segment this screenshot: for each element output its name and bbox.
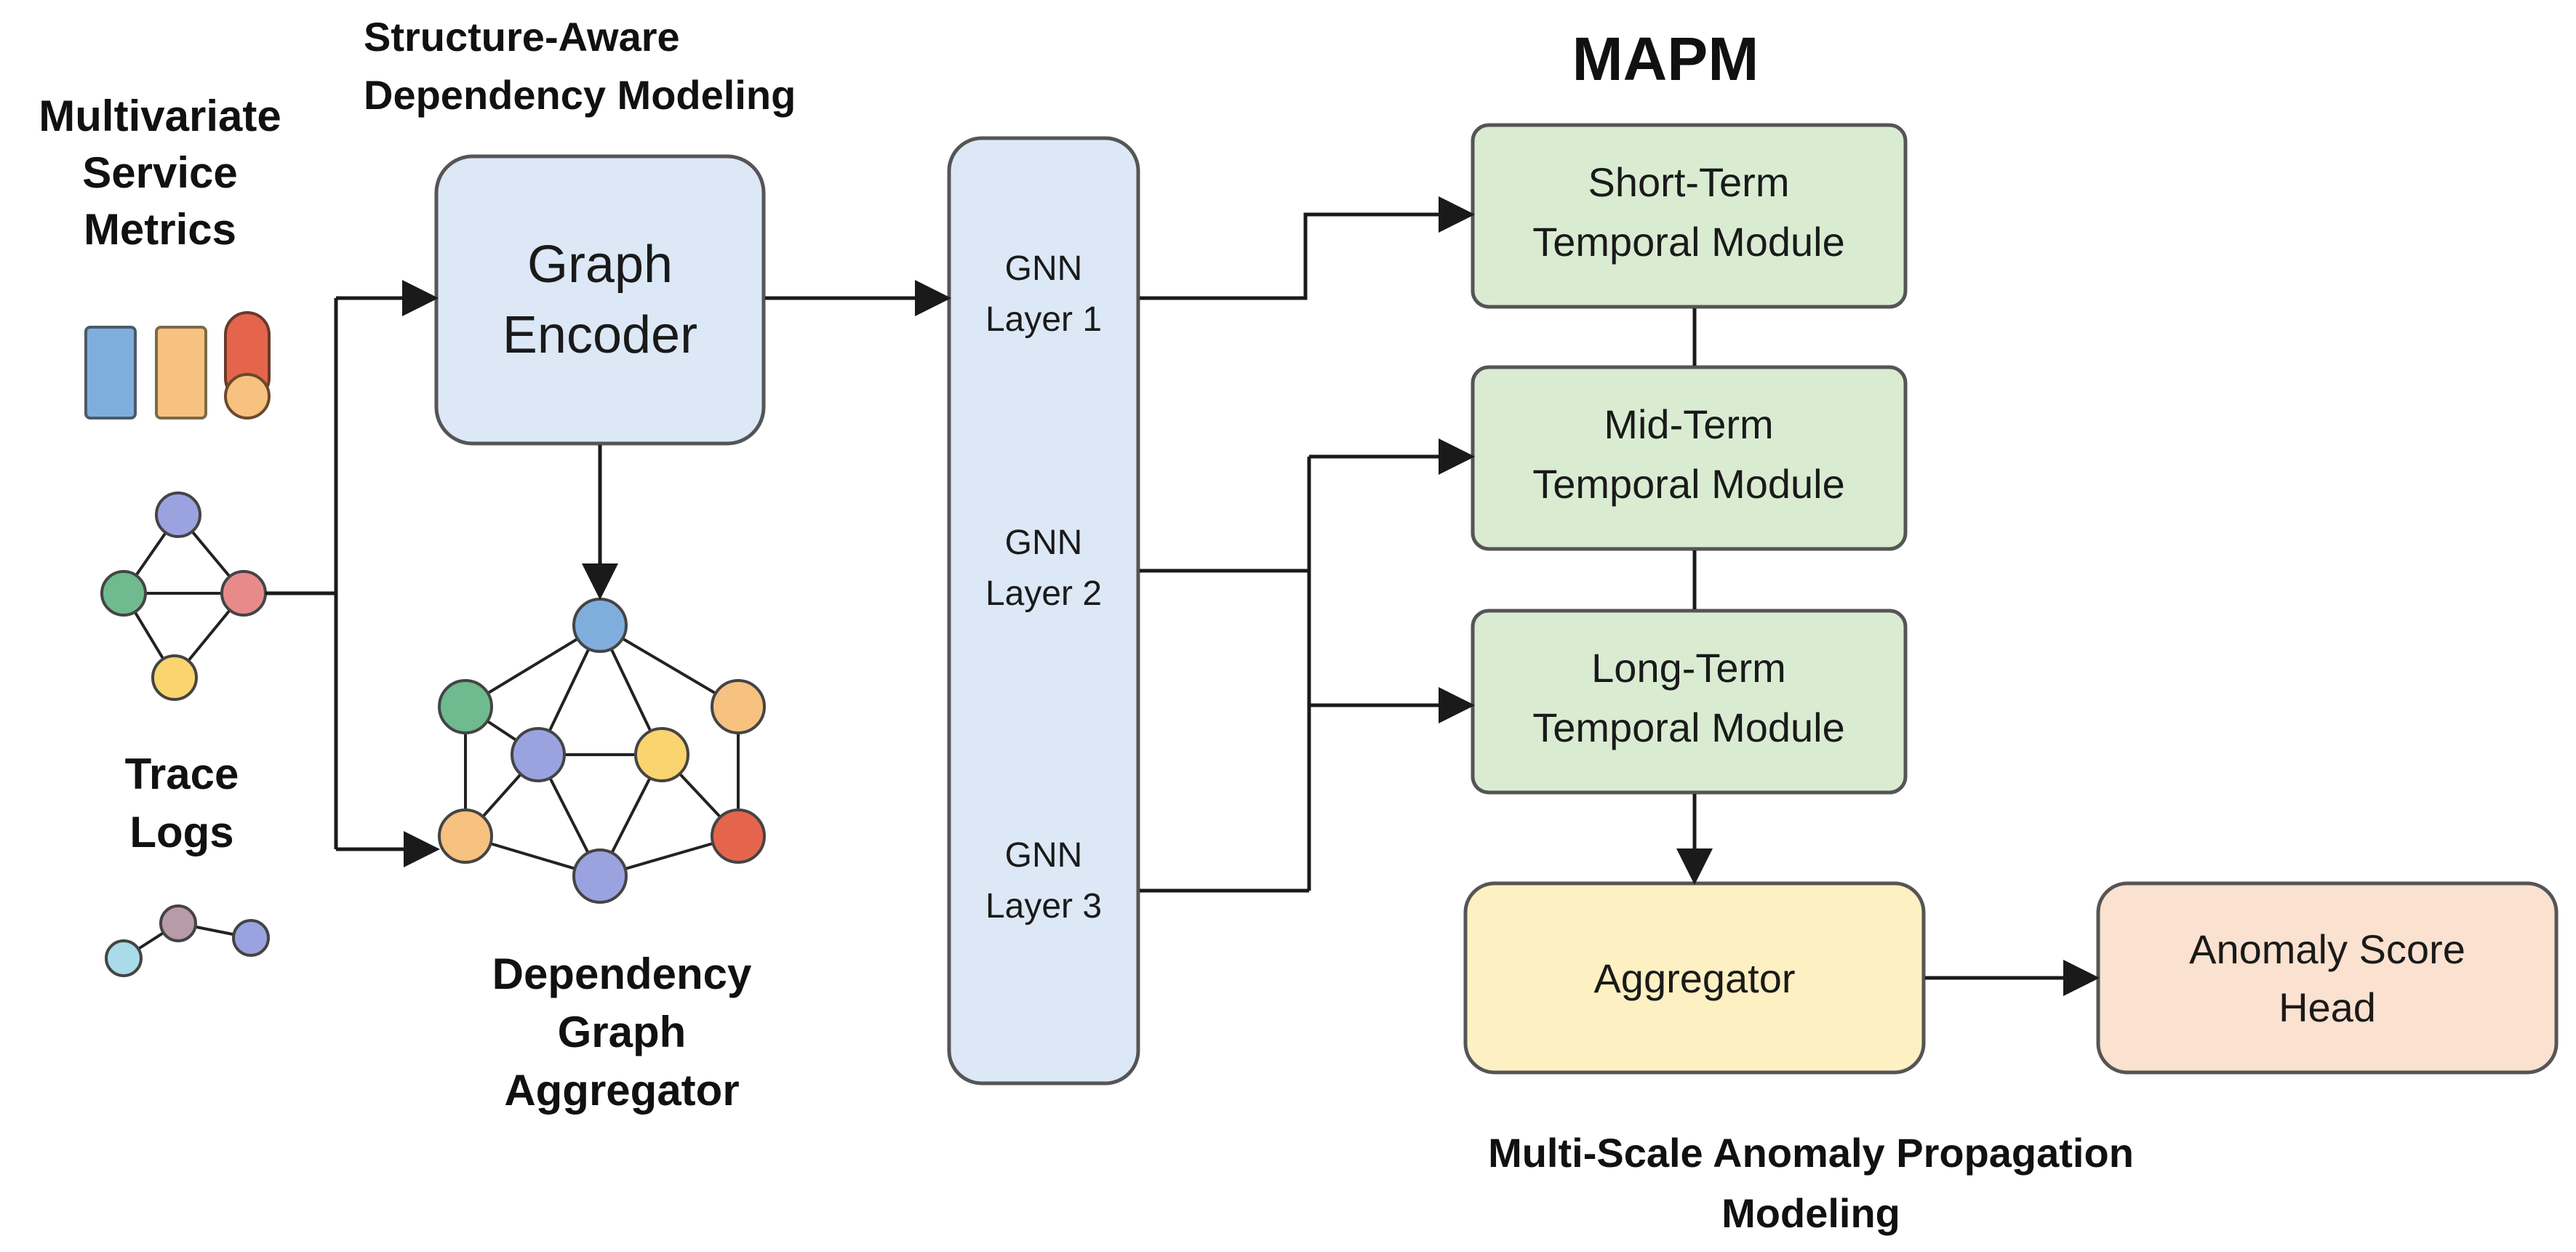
gnn-layer-2-label-line1: GNN bbox=[1005, 523, 1083, 562]
mid-term-label-line2: Temporal Module bbox=[1532, 461, 1845, 507]
gnn-layer-1-label-line1: GNN bbox=[1005, 249, 1083, 288]
trace-label-line1: Trace bbox=[125, 750, 239, 798]
gnn-layer-3-label-line1: GNN bbox=[1005, 836, 1083, 875]
mapm-title: MAPM bbox=[1572, 25, 1759, 93]
gnn-stack-box: GNN Layer 1 GNN Layer 2 GNN Layer 3 bbox=[947, 136, 1140, 1086]
dependency-label-line1: Dependency bbox=[492, 950, 752, 998]
input-graph-icon bbox=[100, 491, 267, 701]
gnn-layer-2-label-line2: Layer 2 bbox=[985, 574, 1102, 613]
short-term-label-line2: Temporal Module bbox=[1532, 219, 1845, 265]
metrics-label-line3: Metrics bbox=[84, 205, 236, 254]
short-term-label-line1: Short-Term bbox=[1588, 159, 1790, 205]
connectors bbox=[265, 196, 2100, 996]
anomaly-head-label-line2: Head bbox=[2279, 984, 2376, 1030]
gnn-layer-1-label-line2: Layer 1 bbox=[985, 300, 1102, 339]
aggregator-box: Aggregator bbox=[1463, 881, 1926, 1075]
metrics-label-line2: Service bbox=[82, 148, 238, 197]
long-term-module-box: Long-Term Temporal Module bbox=[1471, 609, 1908, 795]
structure-title-line1: Structure-Aware bbox=[364, 14, 680, 60]
short-term-module-box: Short-Term Temporal Module bbox=[1471, 123, 1908, 309]
msapm-title-line2: Modeling bbox=[1721, 1190, 1900, 1236]
aggregator-label: Aggregator bbox=[1593, 955, 1795, 1001]
trace-label-line2: Logs bbox=[129, 808, 233, 856]
metrics-label-line1: Multivariate bbox=[39, 92, 281, 140]
metrics-icon bbox=[84, 311, 271, 420]
dependency-graph-icon bbox=[438, 598, 766, 904]
arrow-gnn1-to-short-term bbox=[1140, 196, 1475, 300]
gnn-layer-3-label-line2: Layer 3 bbox=[985, 887, 1102, 926]
dependency-label-line3: Aggregator bbox=[504, 1066, 739, 1115]
dependency-label-line2: Graph bbox=[558, 1008, 687, 1056]
long-term-label-line1: Long-Term bbox=[1591, 645, 1786, 691]
graph-encoder-label-line2: Encoder bbox=[503, 306, 697, 364]
graph-encoder-box: Graph Encoder bbox=[434, 154, 766, 446]
mid-term-label-line1: Mid-Term bbox=[1604, 401, 1773, 447]
mid-term-module-box: Mid-Term Temporal Module bbox=[1471, 365, 1908, 551]
anomaly-score-head-box: Anomaly Score Head bbox=[2096, 881, 2559, 1075]
structure-title-line2: Dependency Modeling bbox=[364, 72, 796, 118]
anomaly-head-label-line1: Anomaly Score bbox=[2189, 926, 2465, 972]
trace-icon bbox=[105, 904, 270, 977]
graph-encoder-label-line1: Graph bbox=[527, 236, 673, 294]
msapm-title-line1: Multi-Scale Anomaly Propagation bbox=[1488, 1130, 2134, 1176]
long-term-label-line2: Temporal Module bbox=[1532, 705, 1845, 750]
